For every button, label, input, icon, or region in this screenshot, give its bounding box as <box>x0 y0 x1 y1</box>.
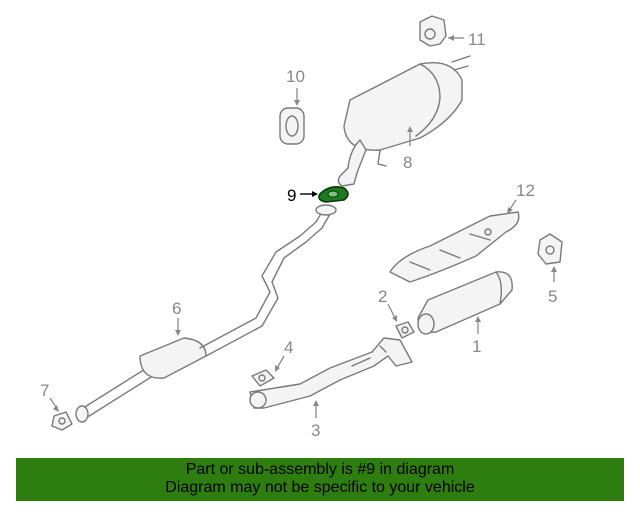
callout-12: 12 <box>516 181 535 200</box>
part-8-muffler[interactable] <box>337 55 471 187</box>
callout-11: 11 <box>468 30 486 49</box>
part-11-hanger[interactable] <box>419 15 447 47</box>
info-banner: Part or sub-assembly is #9 in diagram Di… <box>16 458 624 501</box>
part-5-hanger[interactable] <box>537 233 563 265</box>
exhaust-parts-diagram: 11 10 8 9 12 5 <box>40 15 563 440</box>
callout-5: 5 <box>548 287 557 306</box>
part-3-front-pipe[interactable] <box>249 337 413 409</box>
banner-line-1: Part or sub-assembly is #9 in diagram <box>185 461 455 478</box>
part-7-hanger[interactable] <box>51 411 73 431</box>
callout-10: 10 <box>286 67 305 86</box>
part-6-center-pipe[interactable] <box>75 204 337 423</box>
part-4-gasket[interactable] <box>251 369 275 387</box>
callout-6: 6 <box>172 299 181 318</box>
callout-3: 3 <box>311 421 320 440</box>
callout-9: 9 <box>287 186 296 205</box>
part-9-gasket[interactable] <box>318 186 349 203</box>
callout-1: 1 <box>472 337 481 356</box>
banner-line-2: Diagram may not be specific to your vehi… <box>165 479 475 496</box>
part-1-catalytic-converter[interactable] <box>417 271 513 335</box>
part-10-rubber-mount[interactable] <box>279 107 305 145</box>
part-12-heat-shield[interactable] <box>389 211 520 283</box>
callout-2: 2 <box>378 287 387 306</box>
callout-4: 4 <box>284 338 293 357</box>
callout-7: 7 <box>40 381 49 400</box>
part-2-gasket[interactable] <box>395 321 415 339</box>
callout-8: 8 <box>403 153 412 172</box>
